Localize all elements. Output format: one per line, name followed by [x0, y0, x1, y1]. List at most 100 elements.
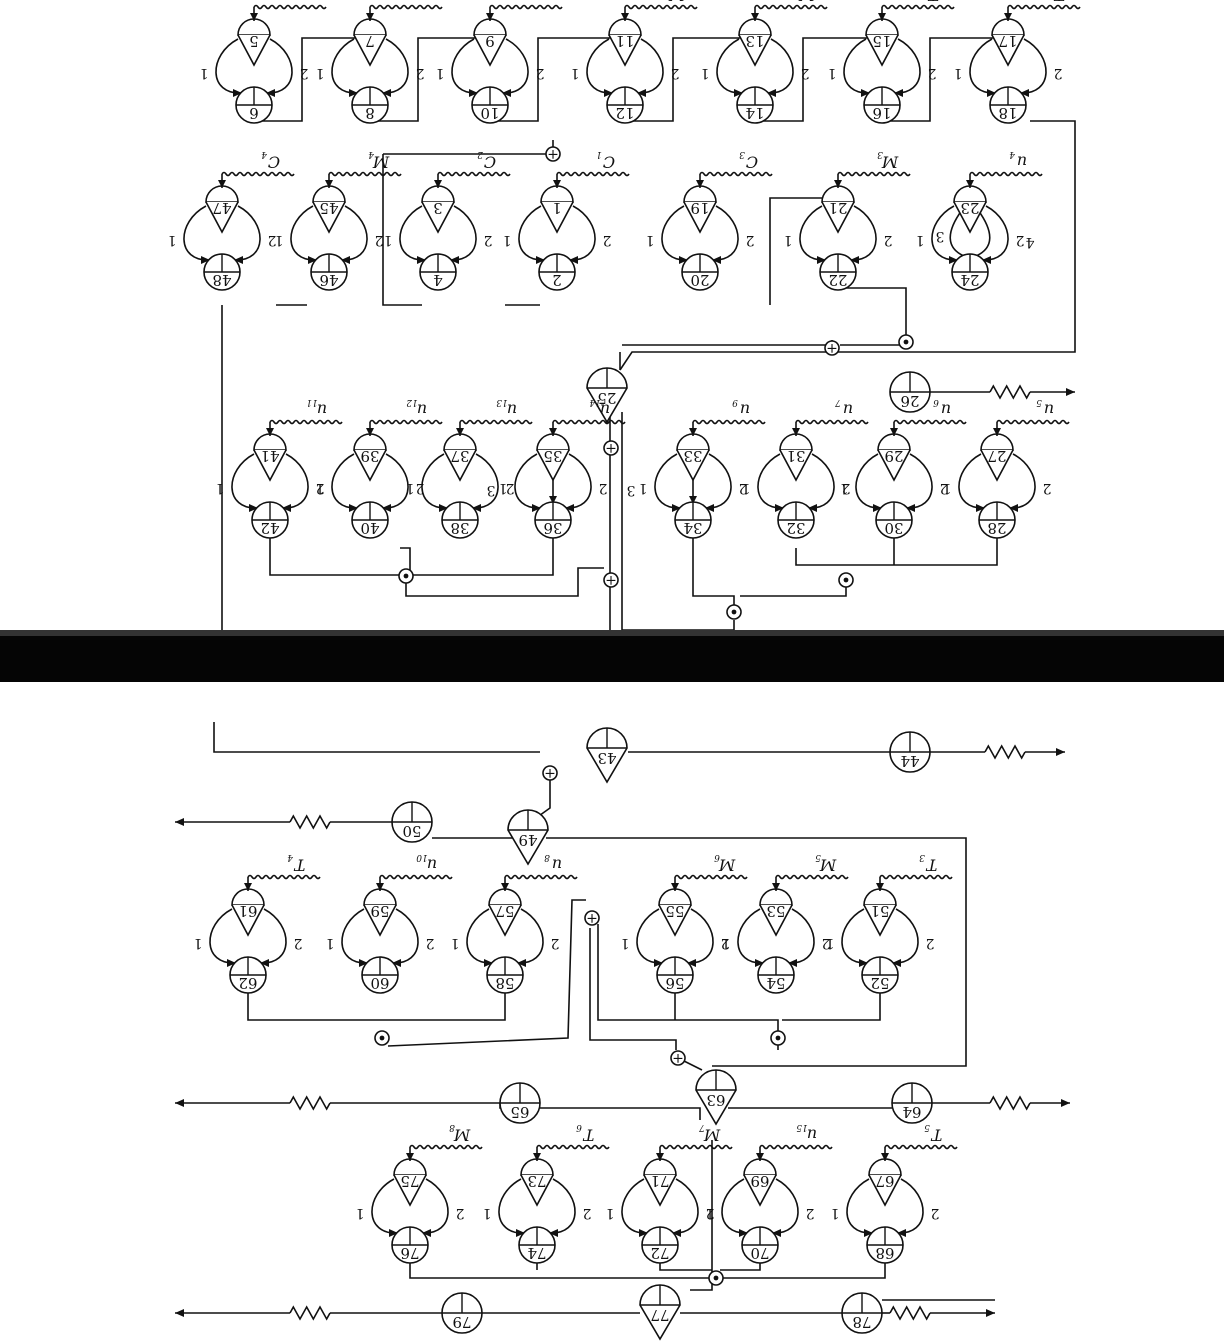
input-label: T	[293, 856, 305, 875]
plus-junction: +	[603, 572, 619, 588]
arrowhead	[772, 883, 780, 891]
arc-label-1: 1	[451, 935, 460, 951]
arc-label-1: 1	[840, 480, 849, 496]
merge-node-49: 49	[507, 809, 549, 866]
sink-node-number: 16	[872, 104, 891, 122]
arrowhead	[906, 504, 915, 512]
arc-label-1: 1	[356, 1205, 365, 1221]
sink-node-number: 60	[370, 974, 389, 992]
source-node	[608, 18, 642, 36]
arc-label-2: 2	[375, 232, 384, 248]
wire	[720, 1258, 886, 1279]
arrowhead	[308, 256, 317, 264]
output-node-number: 79	[452, 1313, 471, 1331]
source-node-number: 3	[433, 199, 443, 217]
sink-node-number: 32	[786, 519, 805, 537]
sink-node-number: 68	[875, 1244, 894, 1262]
source-node	[473, 18, 507, 36]
arc-label-2: 2	[746, 232, 755, 248]
wire	[740, 575, 847, 597]
resistor-symbol	[289, 814, 331, 830]
input-label: M	[718, 856, 736, 875]
junction-symbol: +	[586, 910, 598, 926]
output-node-65: 65	[175, 1082, 541, 1124]
wire	[213, 722, 540, 753]
output-node-number: 65	[510, 1103, 529, 1121]
arrowhead	[417, 256, 426, 264]
input-label: u	[843, 401, 853, 420]
resistor-symbol	[984, 744, 1026, 760]
arc-1	[498, 1178, 526, 1234]
wavy-input	[328, 171, 402, 177]
arrowhead	[689, 496, 697, 504]
wavy-input	[969, 171, 1043, 177]
arrowhead	[604, 89, 613, 97]
output-node-26: 26	[889, 371, 1075, 413]
source-node	[540, 185, 574, 203]
resistor-symbol	[889, 1305, 931, 1321]
source-node-number: 59	[370, 902, 389, 920]
dot-junction	[708, 1270, 724, 1286]
arc-2	[471, 453, 499, 509]
arrowhead	[993, 428, 1001, 436]
arrowhead	[1020, 89, 1029, 97]
arc-label-3: 3	[936, 228, 945, 244]
sink-node-number: 46	[319, 271, 338, 289]
source-node	[443, 433, 477, 451]
arc-label-2: 2	[551, 935, 560, 951]
arrowhead	[734, 89, 743, 97]
arrowhead	[569, 256, 578, 264]
junction-symbol: +	[672, 1050, 684, 1066]
arc-1	[958, 453, 986, 509]
source-node	[488, 888, 522, 906]
arrowhead	[687, 959, 696, 967]
arc-2	[449, 205, 477, 261]
wavy-input	[489, 4, 563, 10]
unit-group-5-6: 1256u1	[200, 0, 327, 124]
output-node-number: 44	[900, 752, 919, 770]
wire	[838, 287, 907, 344]
arc-label-1: 1	[639, 480, 648, 496]
merge-node-number: 25	[597, 389, 616, 407]
resistor-symbol	[289, 1095, 331, 1111]
merge-node-25: 25	[586, 367, 628, 424]
input-label-subscript: 5	[815, 852, 821, 862]
input-label-subscript: 9	[732, 397, 738, 407]
input-label-subscript: 10	[416, 852, 428, 862]
arrowhead	[359, 959, 368, 967]
wavy-input	[699, 171, 773, 177]
arrowhead	[565, 504, 574, 512]
plus-junction: +	[542, 765, 558, 781]
arrowhead	[349, 89, 358, 97]
merge-node-shape	[695, 1069, 737, 1126]
chain-wire	[490, 37, 621, 122]
source-node	[643, 1158, 677, 1176]
source-triangle	[759, 904, 793, 937]
arc-2	[381, 38, 409, 94]
sink-node-number: 12	[615, 104, 634, 122]
arc-2	[259, 908, 287, 964]
source-node-number: 27	[987, 447, 1006, 465]
resistor-symbol	[989, 1095, 1031, 1111]
arc-label-1: 1	[828, 65, 837, 81]
arrowhead	[484, 959, 493, 967]
arrowhead	[244, 883, 252, 891]
arc-1	[514, 453, 542, 509]
input-label-subscript: 6	[576, 1122, 582, 1132]
arc-1	[799, 205, 827, 261]
source-node-number: 11	[615, 32, 634, 50]
wire	[400, 534, 554, 576]
wavy-input	[504, 874, 578, 880]
arc-1	[661, 205, 689, 261]
arc-1	[721, 1178, 749, 1234]
arc-label-1: 1	[503, 232, 512, 248]
arrowhead	[689, 428, 697, 436]
arrowhead	[859, 959, 868, 967]
arrowhead	[639, 1229, 648, 1237]
